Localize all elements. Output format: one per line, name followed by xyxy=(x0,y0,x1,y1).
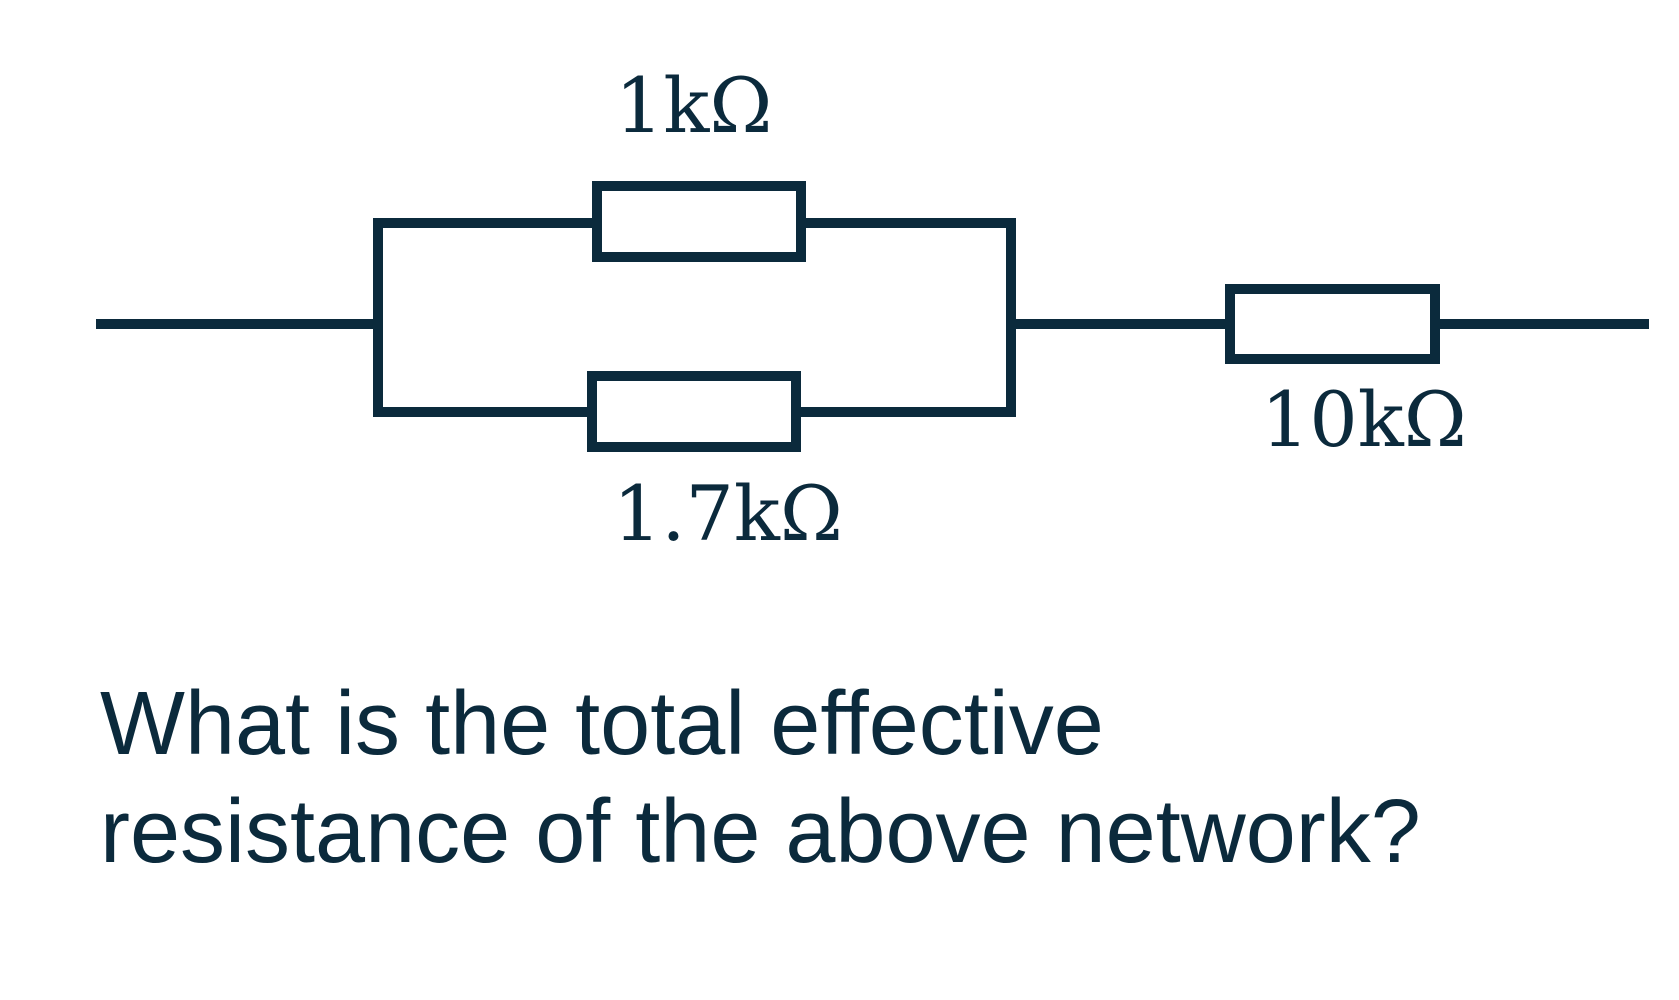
resistor-series-label: 10kΩ xyxy=(1261,375,1467,464)
resistor-bottom-label: 1.7kΩ xyxy=(613,469,843,558)
question-text: What is the total effective resistance o… xyxy=(100,670,1600,886)
resistor-series xyxy=(1225,284,1440,364)
resistor-top-label: 1kΩ xyxy=(615,61,773,150)
question-line-2: resistance of the above network? xyxy=(100,782,1421,882)
resistor-top xyxy=(592,181,806,262)
resistor-bottom xyxy=(587,371,801,452)
question-line-1: What is the total effective xyxy=(100,674,1104,774)
